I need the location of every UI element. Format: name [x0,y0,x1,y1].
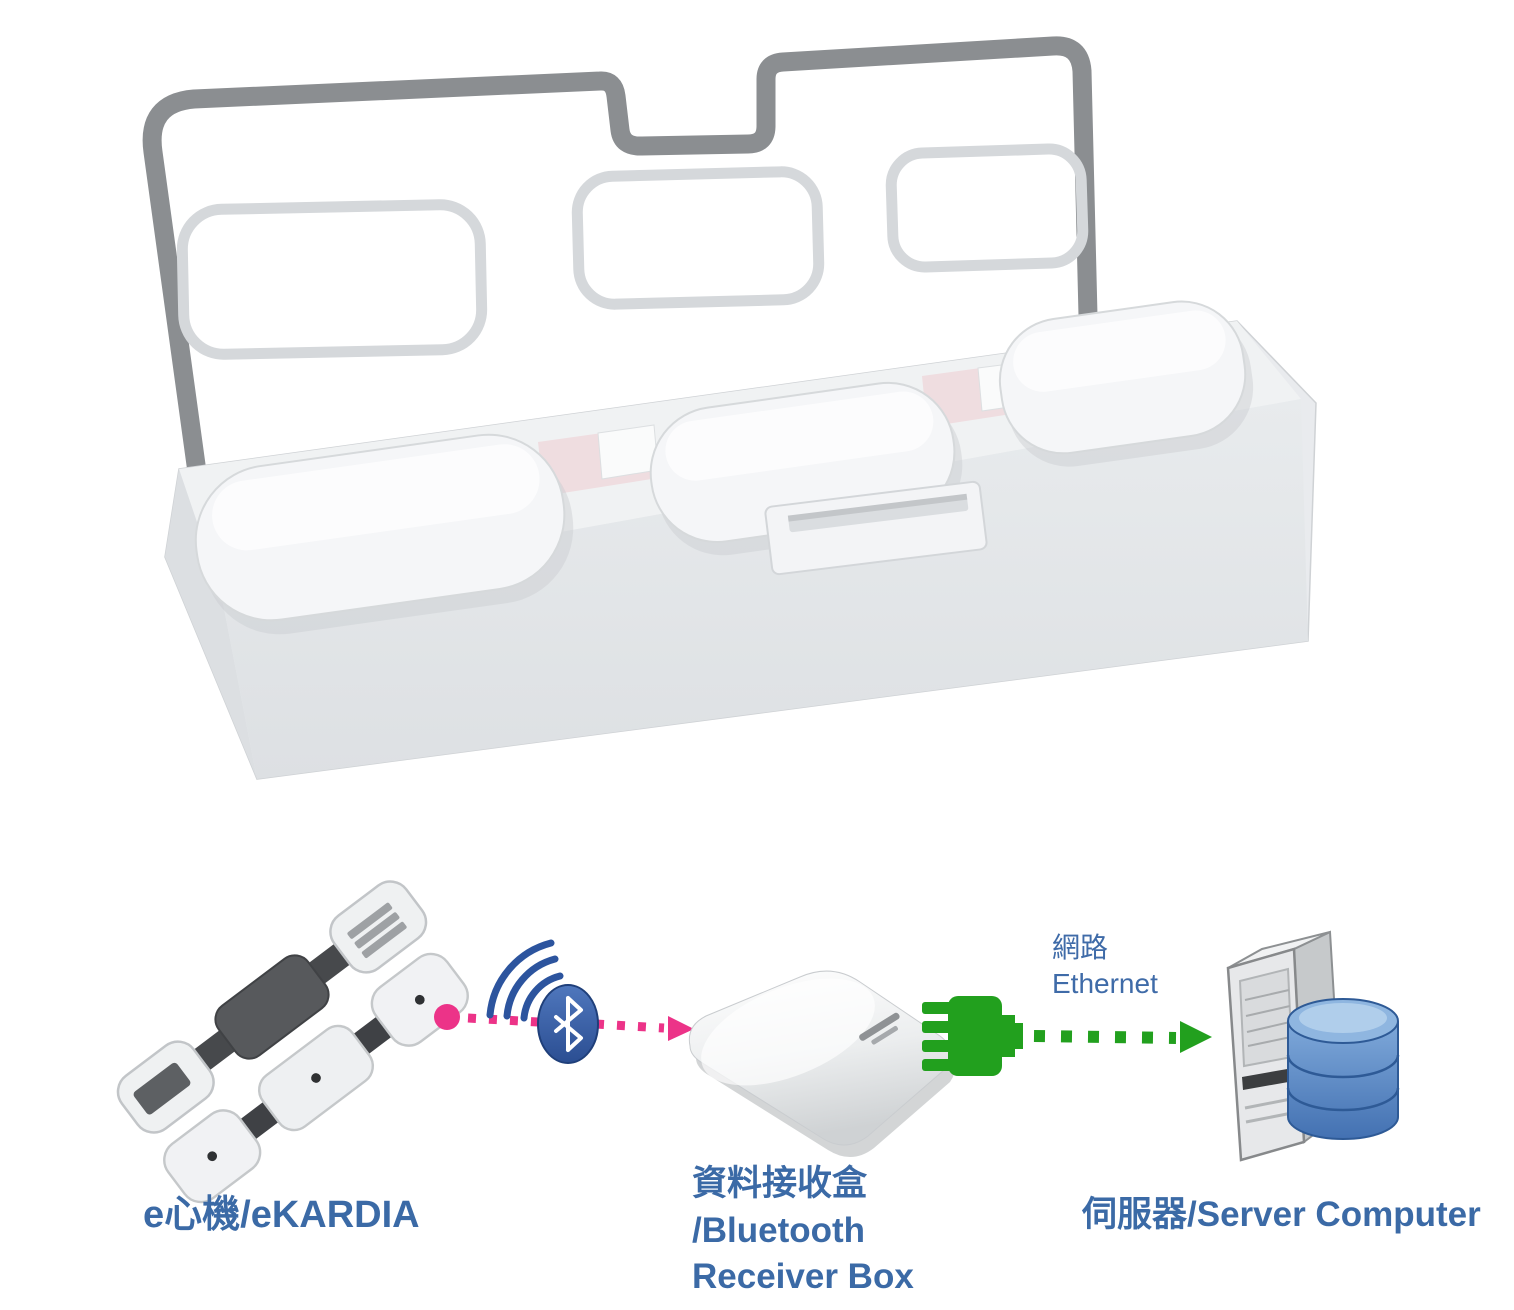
product-photo [142,36,1317,780]
bluetooth-link-arrow [434,1004,694,1041]
lid-pocket-right [885,143,1089,273]
device-cradle-right [998,300,1254,467]
lid-pocket-middle [571,166,825,310]
front-latch-slot [764,480,988,576]
ethernet-label-zh: 網路 [1052,932,1109,963]
flow-diagram [116,880,1400,1204]
ekardia-label: e心機/eKARDIA [143,1194,420,1236]
database-icon [1286,998,1400,1140]
server-label: 伺服器/Server Computer [1082,1195,1481,1234]
case-front-face [221,399,1308,779]
lid-pocket-left [176,199,488,360]
case-left-bevel [165,469,257,779]
bluetooth-icon [537,984,599,1064]
receiver-box [688,970,957,1158]
receiver-box-label: 資料接收盒 /Bluetooth Receiver Box [692,1161,914,1301]
ekardia-device-1 [116,880,428,1134]
ethernet-label: 網路 Ethernet [1052,930,1158,1003]
receiver-label-line1: 資料接收盒 [692,1164,868,1203]
ethernet-plug-icon [922,996,1023,1076]
wireless-signal-icon [486,939,564,1022]
case-lid [142,36,1101,482]
ethernet-label-en: Ethernet [1052,968,1158,1000]
receiver-label-line3: Receiver Box [692,1257,914,1297]
receiver-label-line2: /Bluetooth [692,1210,866,1250]
device-cradle-left [194,433,574,635]
ethernet-link-arrow [1033,1021,1212,1053]
receiver-box-logo [859,1012,900,1045]
